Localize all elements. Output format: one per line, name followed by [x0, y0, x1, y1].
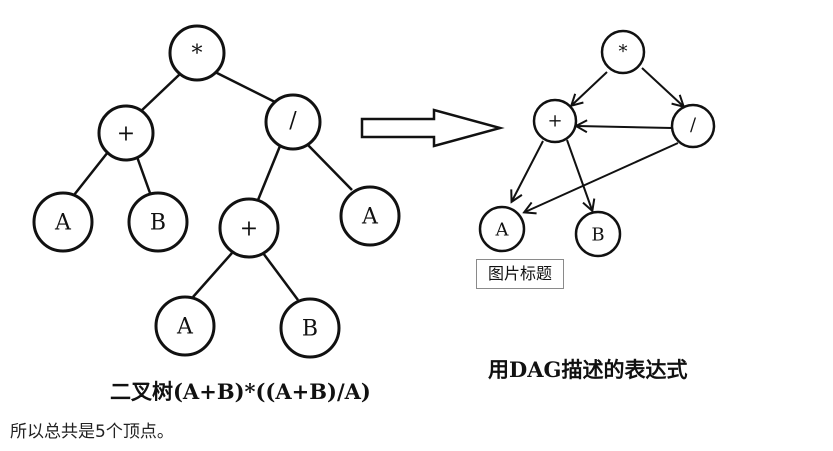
tree-node-plus	[218, 197, 280, 259]
tree-caption: 二叉树(A+B)*((A+B)/A)	[110, 379, 371, 404]
tree-node-plus	[97, 104, 155, 162]
tree-edge	[305, 142, 353, 191]
dag-node-label: /	[690, 115, 697, 136]
dag-node-label: B	[591, 225, 604, 246]
tree-node-label: B	[150, 211, 166, 236]
tree-node-b	[279, 297, 341, 359]
tree-edge	[192, 252, 233, 298]
dag-caption: 用DAG描述的表达式	[488, 357, 688, 382]
tree-edge	[261, 252, 300, 301]
tree-node-a	[154, 295, 216, 357]
dag-edge	[525, 142, 679, 212]
tree-edge	[73, 151, 109, 196]
tree-node-label: A	[176, 315, 194, 340]
dag-edge	[641, 67, 683, 106]
tree-edge	[256, 145, 282, 201]
dag-edge	[577, 126, 673, 128]
dag-node-plus	[532, 98, 578, 144]
tree-node-label: B	[302, 317, 318, 342]
dag-node-divide	[670, 103, 716, 149]
conversion-arrow-icon	[360, 108, 505, 148]
tree-node-label: A	[361, 205, 379, 230]
tree-node-a	[32, 191, 94, 253]
tree-edge	[214, 70, 276, 104]
dag-node-labels: * + / A B	[495, 42, 697, 246]
tree-node-label: +	[240, 217, 258, 242]
tree-node-labels: * + / A B + A A B	[54, 42, 379, 342]
dag-edge	[566, 139, 592, 210]
dag-node-label: *	[619, 42, 628, 63]
tree-edge	[139, 73, 181, 113]
dag-node-label: +	[547, 111, 562, 132]
tree-node-multiply	[168, 24, 226, 82]
dag-edge	[512, 140, 544, 201]
footer-text: 所以总共是5个顶点。	[10, 422, 174, 442]
tree-node-a	[339, 185, 401, 247]
tree-node-divide	[264, 93, 322, 151]
tree-node-label: +	[117, 122, 135, 147]
tree-edge	[134, 153, 152, 194]
tree-nodes	[32, 24, 401, 359]
dag-node-b	[574, 210, 622, 258]
dag-node-a	[478, 205, 526, 253]
image-caption: 图片标题	[476, 259, 564, 289]
dag-edges	[512, 67, 683, 212]
dag-nodes	[478, 29, 716, 258]
dag-node-multiply	[600, 29, 646, 75]
tree-node-label: *	[192, 42, 203, 67]
tree-node-label: /	[289, 109, 297, 134]
dag-node-label: A	[495, 220, 510, 241]
dag-edge	[572, 71, 608, 105]
tree-node-b	[127, 191, 189, 253]
tree-node-label: A	[54, 211, 72, 236]
tree-edges	[73, 70, 353, 301]
